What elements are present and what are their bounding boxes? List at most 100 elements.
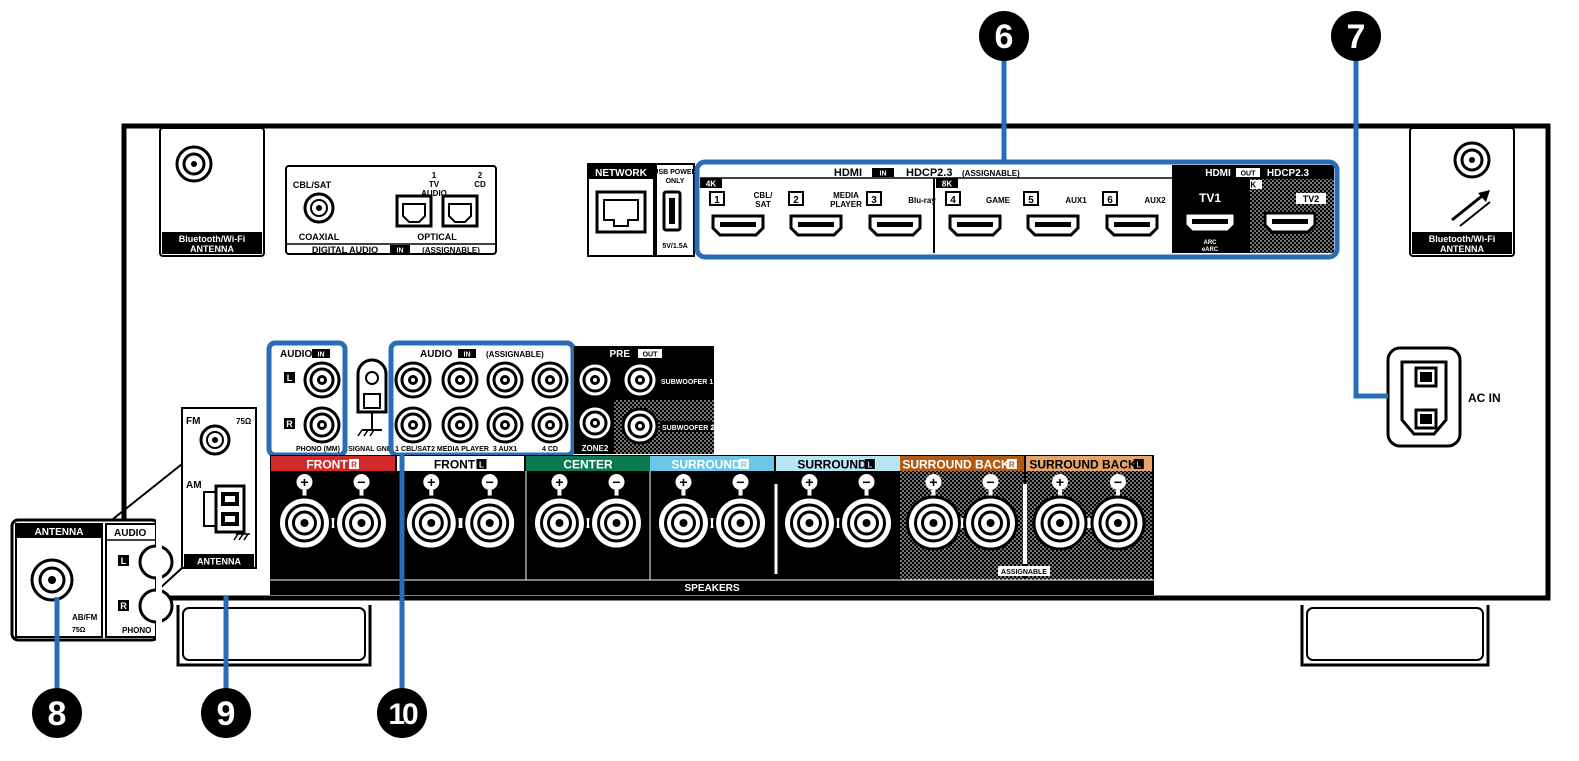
- svg-text:8K: 8K: [942, 180, 952, 189]
- svg-text:HDCP2.3: HDCP2.3: [906, 167, 952, 179]
- speaker-polarity-plus: +: [300, 474, 308, 490]
- speaker-terminal-minus[interactable]: [1090, 495, 1146, 551]
- svg-text:OPTICAL: OPTICAL: [417, 232, 457, 242]
- audio-in-4-l-jack[interactable]: [531, 361, 569, 399]
- svg-text:8K: 8K: [1246, 181, 1256, 190]
- hdmi-out-tv2-port[interactable]: [1263, 211, 1317, 234]
- speaker-terminal-minus[interactable]: [839, 495, 895, 551]
- hdmi-out-section: HDMI OUT HDCP2.3 8K TV1 ARC eARC TV2: [1172, 165, 1334, 253]
- callout-highlight-6: [694, 159, 1340, 260]
- callout-8: 8: [32, 688, 82, 738]
- speaker-terminal-plus[interactable]: [403, 495, 459, 551]
- callout-6: 6: [979, 11, 1029, 61]
- speaker-terminal-plus[interactable]: [531, 495, 587, 551]
- speaker-terminal-minus[interactable]: [589, 495, 645, 551]
- hdmi-port[interactable]: [948, 214, 1002, 237]
- hdmi-input-number: 1: [714, 195, 720, 206]
- speaker-terminal-plus[interactable]: [905, 495, 961, 551]
- speaker-terminal-minus[interactable]: [963, 495, 1019, 551]
- speaker-channel-badge: R: [1009, 461, 1015, 470]
- speaker-polarity-plus: +: [427, 474, 435, 490]
- audio-in-3-l-jack[interactable]: [486, 361, 524, 399]
- speaker-terminal-minus[interactable]: [713, 495, 769, 551]
- hdmi-port[interactable]: [1026, 214, 1080, 237]
- hdmi-port[interactable]: [711, 214, 765, 237]
- network-port[interactable]: NETWORK: [587, 163, 655, 257]
- hdmi-input-label: CBL/: [754, 191, 773, 200]
- speaker-terminal-plus[interactable]: [655, 495, 711, 551]
- subwoofer1-jack[interactable]: [621, 361, 659, 399]
- speaker-polarity-plus: +: [805, 474, 813, 490]
- ac-inlet[interactable]: [1386, 346, 1462, 448]
- speaker-terminal-minus[interactable]: [462, 495, 518, 551]
- hdmi-out-tv1-port[interactable]: [1183, 211, 1237, 234]
- zone2-r-jack[interactable]: [576, 404, 614, 442]
- hdmi-port[interactable]: [789, 214, 843, 237]
- audio-in-1-r-jack[interactable]: [394, 406, 432, 444]
- svg-text:10: 10: [388, 698, 418, 731]
- bt-antenna-label: Bluetooth/Wi-Fi: [1429, 234, 1495, 244]
- hdmi-input-label: AUX1: [1065, 196, 1087, 205]
- hdmi-input-number: 6: [1107, 195, 1113, 206]
- svg-text:COAXIAL: COAXIAL: [299, 232, 340, 242]
- speaker-polarity-plus: +: [679, 474, 687, 490]
- speaker-polarity-minus: −: [357, 474, 365, 490]
- speaker-terminal-plus[interactable]: [276, 495, 332, 551]
- speaker-terminal-minus[interactable]: [334, 495, 390, 551]
- fm-antenna-jack[interactable]: [199, 424, 231, 456]
- zone2-l-jack[interactable]: [576, 361, 614, 399]
- svg-text:L: L: [287, 373, 293, 383]
- callout-10: 10: [377, 688, 427, 738]
- svg-text:SUBWOOFER 1: SUBWOOFER 1: [661, 379, 713, 386]
- svg-text:2: 2: [478, 171, 483, 180]
- bt-antenna-right[interactable]: Bluetooth/Wi-Fi ANTENNA: [1409, 127, 1515, 257]
- bt-antenna-left[interactable]: Bluetooth/Wi-Fi ANTENNA: [159, 127, 265, 257]
- signal-gnd-terminal[interactable]: SIGNAL GND: [348, 358, 392, 453]
- svg-text:OUT: OUT: [643, 352, 659, 359]
- svg-text:(ASSIGNABLE): (ASSIGNABLE): [962, 169, 1020, 178]
- audio-in-1-l-jack[interactable]: [394, 361, 432, 399]
- phono-r-jack[interactable]: [303, 406, 341, 444]
- svg-text:PHONO (MM): PHONO (MM): [296, 446, 340, 453]
- speaker-group-name: SURROUND BACK: [1029, 458, 1137, 472]
- hdmi-input-number: 3: [871, 195, 877, 206]
- speaker-channel-badge: R: [351, 461, 357, 470]
- optical-port-2[interactable]: [441, 194, 479, 228]
- optical-port-1[interactable]: [395, 194, 433, 228]
- hdmi-port[interactable]: [1105, 214, 1159, 237]
- svg-text:R: R: [286, 419, 293, 429]
- speaker-terminal-plus[interactable]: [781, 495, 837, 551]
- subwoofer2-jack[interactable]: [621, 407, 659, 445]
- audio-in-2-l-jack[interactable]: [441, 361, 479, 399]
- svg-text:(ASSIGNABLE): (ASSIGNABLE): [422, 246, 480, 255]
- audio-in-2-r-jack[interactable]: [441, 406, 479, 444]
- svg-text:R: R: [120, 601, 127, 611]
- speaker-terminal-plus[interactable]: [1032, 495, 1088, 551]
- hdmi-input-label: MEDIA: [833, 191, 859, 200]
- svg-text:IN: IN: [880, 171, 887, 178]
- audio-in-3-r-jack[interactable]: [486, 406, 524, 444]
- zoom-fm-jack: [30, 558, 74, 602]
- audio-in-4-r-jack[interactable]: [531, 406, 569, 444]
- am-antenna-terminal[interactable]: [203, 484, 246, 534]
- coaxial-jack[interactable]: [303, 192, 335, 224]
- bt-antenna-label: Bluetooth/Wi-Fi: [179, 234, 245, 244]
- phono-l-jack[interactable]: [303, 361, 341, 399]
- speaker-channel-badge: L: [1136, 461, 1141, 470]
- usb-port[interactable]: USB POWER ONLY 5V/1.5A: [653, 163, 697, 257]
- hdmi-port[interactable]: [868, 214, 922, 237]
- antenna-zoom-inset: ANTENNA AB/FM 75Ω AUDIO L R PHONO: [10, 518, 174, 644]
- svg-text:AUDIO: AUDIO: [420, 349, 452, 360]
